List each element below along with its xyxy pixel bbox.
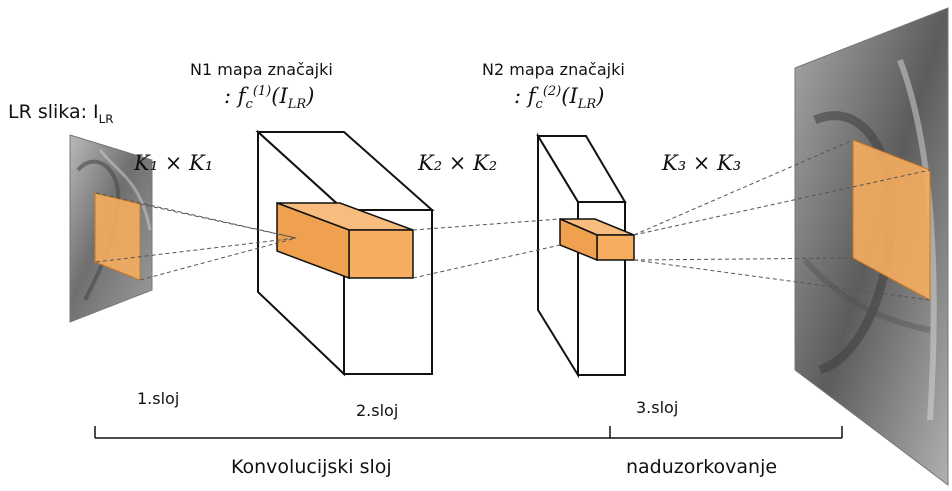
kernel-1-label: K₁ × K₁ bbox=[134, 151, 214, 175]
n1-feature-map-title: N1 mapa značajki bbox=[190, 60, 333, 79]
kernel-3-label: K₃ × K₃ bbox=[662, 151, 742, 175]
layer-2-label: 2.sloj bbox=[356, 401, 399, 420]
feature-map-1-cuboid bbox=[276, 201, 414, 280]
hr-output-image bbox=[794, 7, 949, 487]
connection-lines bbox=[95, 139, 931, 301]
hr-patch bbox=[852, 139, 931, 301]
lr-image-label: LR slika: ILR bbox=[8, 101, 114, 126]
bracket-convolution bbox=[94, 426, 611, 439]
convolution-label: Konvolucijski sloj bbox=[231, 456, 392, 478]
formula-2: : fc(2)(ILR) bbox=[514, 84, 605, 113]
lr-input-image bbox=[69, 134, 153, 323]
layer-1-label: 1.sloj bbox=[137, 389, 180, 408]
kernel-2-label: K₂ × K₂ bbox=[418, 151, 498, 175]
formula-1: : fc(1)(ILR) bbox=[224, 84, 315, 113]
n2-feature-map-title: N2 mapa značajki bbox=[482, 60, 625, 79]
bracket-upsampling bbox=[610, 426, 843, 439]
upsampling-label: naduzorkovanje bbox=[626, 456, 778, 478]
layer-3-label: 3.sloj bbox=[636, 398, 679, 417]
